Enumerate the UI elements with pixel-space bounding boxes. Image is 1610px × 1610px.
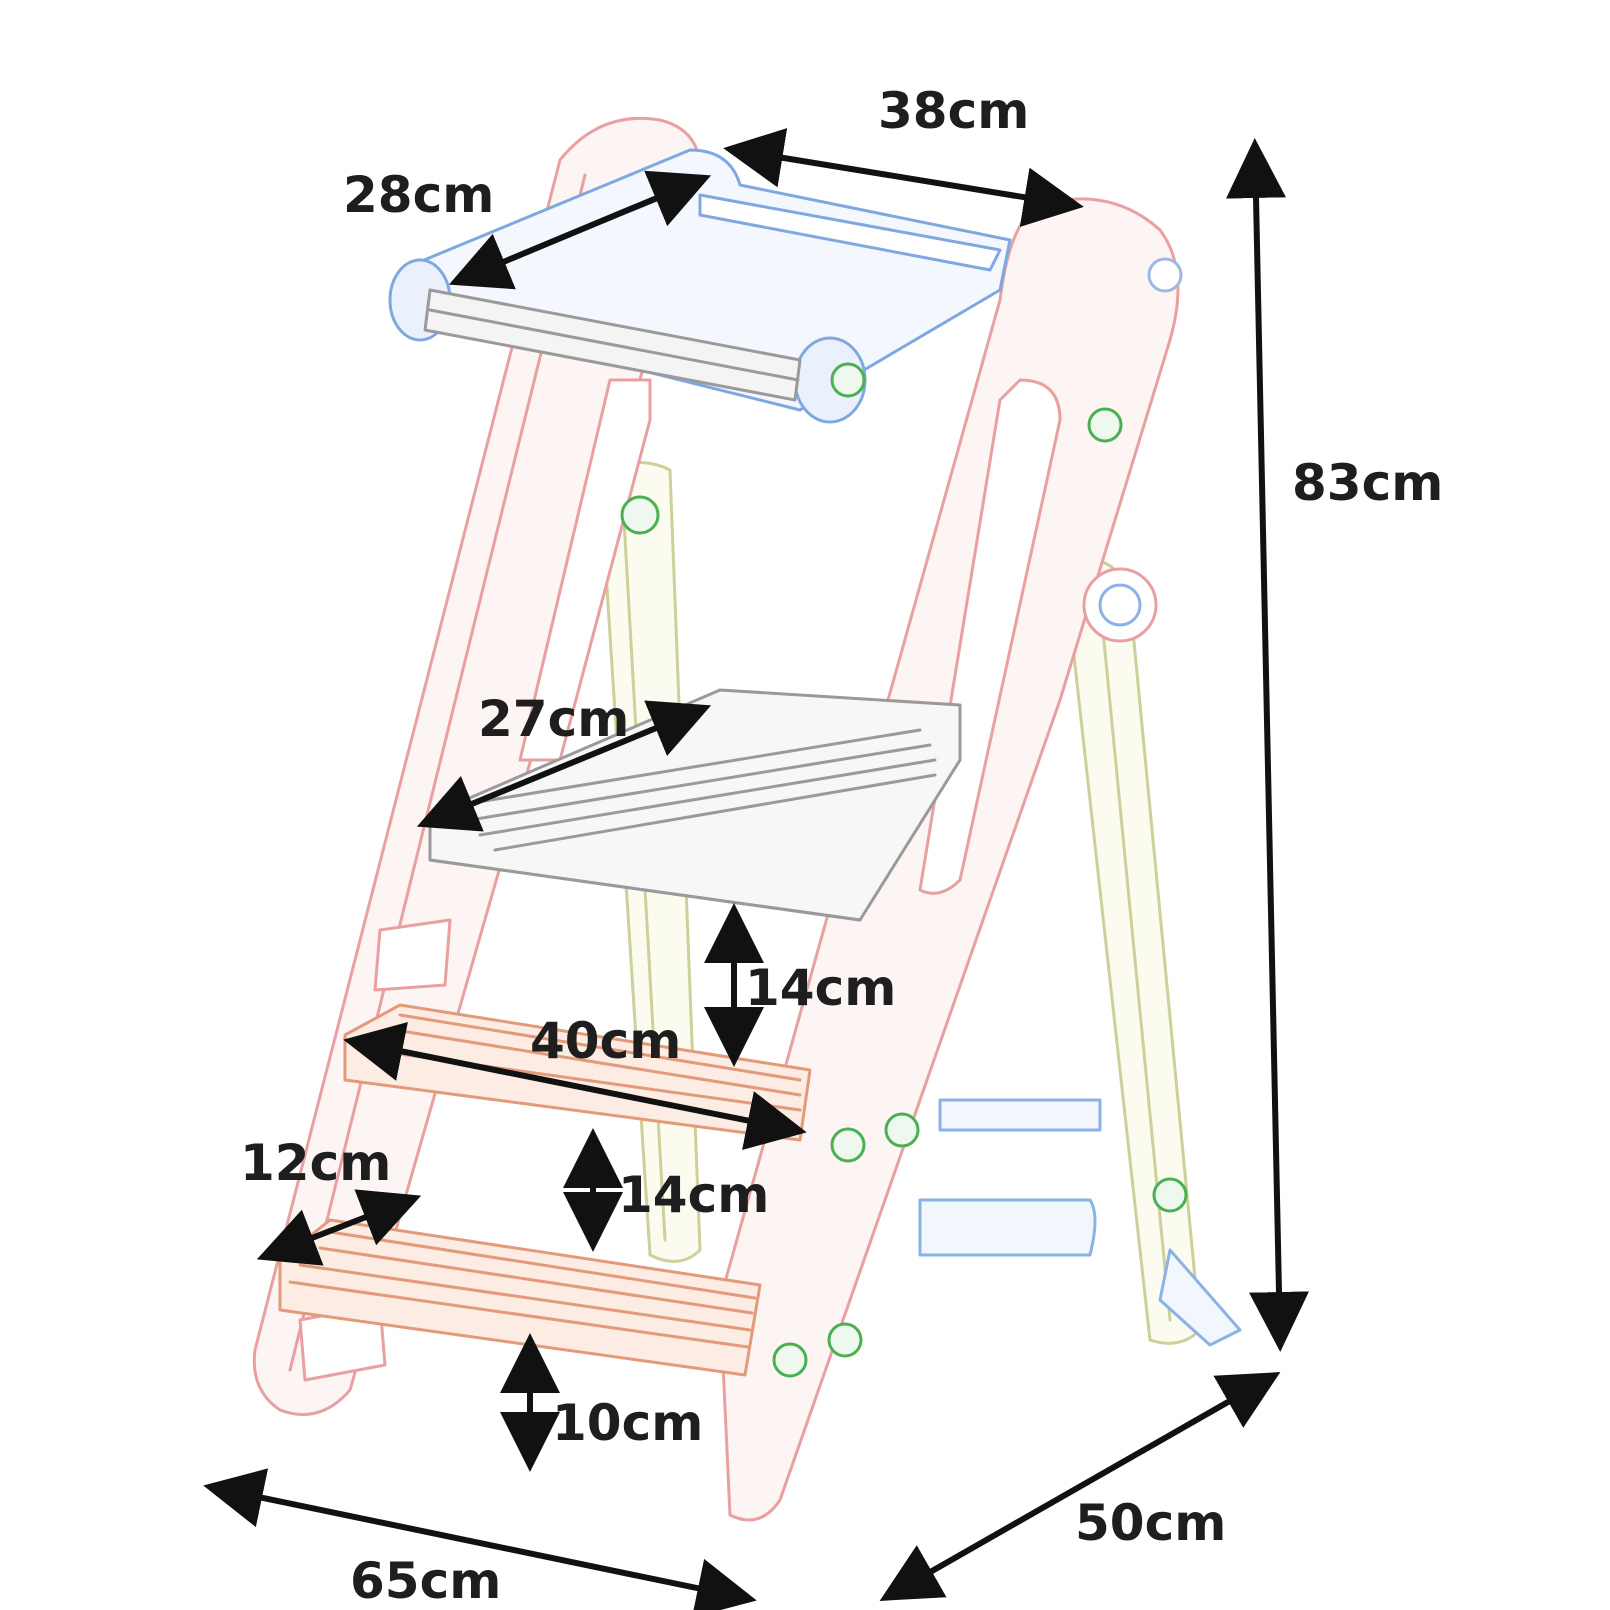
label-50cm: 50cm (1075, 1494, 1226, 1552)
arrow-27cm (416, 700, 712, 832)
label-83cm: 83cm (1292, 454, 1443, 512)
arrow-12cm (256, 1189, 422, 1266)
screw-icon (830, 1127, 866, 1163)
arrow-65cm (203, 1468, 757, 1610)
screw-icon (1152, 1177, 1188, 1213)
arrow-83cm (1226, 138, 1309, 1352)
label-65cm: 65cm (350, 1552, 501, 1610)
screw-icon (830, 362, 866, 398)
label-38cm: 38cm (878, 82, 1029, 140)
stool-illustration (252, 116, 1242, 1522)
screw-icon (827, 1322, 863, 1358)
label-28cm: 28cm (343, 166, 494, 224)
screw-icon (1087, 407, 1123, 443)
label-40cm: 40cm (530, 1012, 681, 1070)
arrow-40cm (343, 1021, 807, 1151)
label-12cm: 12cm (240, 1134, 391, 1192)
label-27cm: 27cm (478, 690, 629, 748)
rear-blue-bars (918, 1098, 1242, 1347)
arrow-38cm (723, 128, 1084, 227)
label-14cm-upper: 14cm (745, 959, 896, 1017)
screw-icon (620, 495, 660, 535)
arrow-28cm (448, 170, 712, 290)
arrow-50cm (879, 1372, 1281, 1601)
label-10cm: 10cm (552, 1394, 703, 1452)
dimension-labels: 38cm 28cm 83cm 27cm 14cm 40cm 12cm 14cm … (240, 82, 1443, 1610)
grab-bar (423, 288, 802, 402)
dimension-arrows (203, 128, 1309, 1610)
screws (620, 362, 1188, 1378)
screw-icon (772, 1342, 808, 1378)
label-14cm-lower: 14cm (618, 1166, 769, 1224)
screw-icon (884, 1112, 920, 1148)
